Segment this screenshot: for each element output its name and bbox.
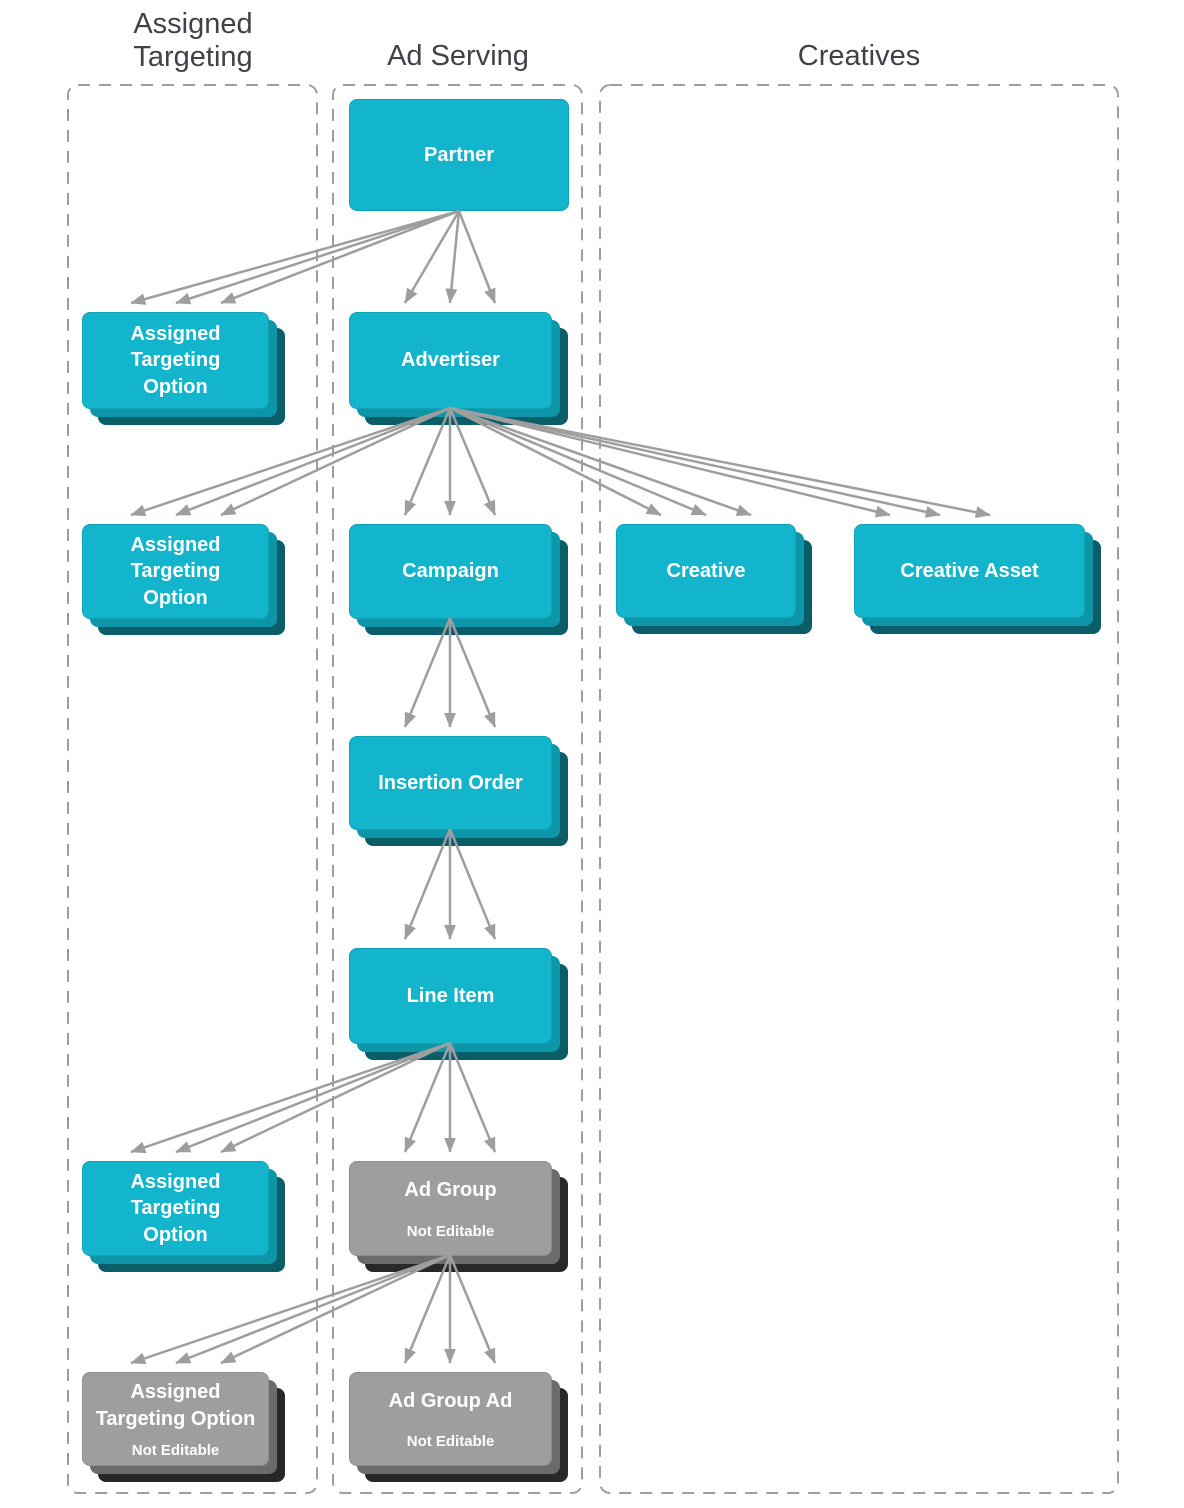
node-label: Assigned Targeting Option: [95, 1381, 256, 1430]
node-label: Campaign: [402, 560, 499, 583]
arrow-line: [175, 209, 460, 305]
node-face: Creative: [616, 524, 796, 618]
node-assigned-targeting-option-3: Assigned Targeting Option: [82, 1161, 285, 1272]
node-label: Assigned Targeting Option: [130, 1170, 221, 1246]
node-insertion-order: Insertion Order: [349, 736, 568, 846]
column-header-assigned-targeting: Assigned Targeting: [133, 8, 253, 74]
node-status-not-editable: Not Editable: [406, 1433, 495, 1451]
node-advertiser: Advertiser: [349, 312, 568, 425]
arrow-line: [457, 210, 497, 304]
node-face: Assigned Targeting Option: [82, 524, 269, 619]
node-line-item: Line Item: [349, 948, 568, 1060]
node-assigned-targeting-option-4: Assigned Targeting Option Not Editable: [82, 1372, 285, 1482]
node-partner-label: Partner: [423, 143, 495, 166]
node-status-not-editable: Not Editable: [131, 1441, 220, 1459]
node-label: Insertion Order: [378, 771, 523, 794]
edges-partner-to-advertiser: [403, 210, 497, 304]
node-face: Creative Asset: [854, 524, 1085, 618]
node-partner-face: Partner: [349, 99, 569, 211]
node-label: Line Item: [406, 984, 495, 1007]
node-face: Assigned Targeting Option: [82, 1161, 269, 1256]
arrow-line: [403, 210, 461, 304]
node-ad-group: Ad Group Not Editable: [349, 1161, 568, 1272]
node-face: Campaign: [349, 524, 552, 619]
node-status-not-editable: Not Editable: [406, 1222, 495, 1240]
column-header-creatives: Creatives: [797, 40, 921, 72]
node-ad-group-ad: Ad Group Ad Not Editable: [349, 1372, 568, 1482]
arrow-line: [130, 209, 460, 305]
node-label: Advertiser: [401, 349, 500, 372]
edges-partner-to-assigned-targeting-option: [130, 209, 460, 305]
node-assigned-targeting-option-2: Assigned Targeting Option: [82, 524, 285, 635]
node-label: Ad Group: [404, 1179, 497, 1202]
node-partner: Partner: [349, 99, 569, 211]
node-label: Creative: [666, 559, 746, 582]
node-face: Line Item: [349, 948, 552, 1044]
node-label: Assigned Targeting Option: [130, 533, 221, 609]
node-label: Creative Asset: [900, 559, 1039, 582]
column-border-creatives: [599, 84, 1119, 1494]
arrow-line: [220, 209, 460, 305]
node-creative: Creative: [616, 524, 812, 634]
node-face: Ad Group Ad Not Editable: [349, 1372, 552, 1466]
column-header-ad-serving: Ad Serving: [387, 40, 529, 72]
node-label: Ad Group Ad: [388, 1389, 513, 1412]
node-campaign: Campaign: [349, 524, 568, 635]
node-label: Assigned Targeting Option: [130, 322, 221, 398]
node-face: Assigned Targeting Option Not Editable: [82, 1372, 269, 1466]
column-border-assigned-targeting: [67, 84, 318, 1494]
node-face: Assigned Targeting Option: [82, 312, 269, 409]
node-face: Ad Group Not Editable: [349, 1161, 552, 1256]
node-creative-asset: Creative Asset: [854, 524, 1101, 634]
node-face: Insertion Order: [349, 736, 552, 830]
arrow-line: [445, 210, 461, 304]
node-assigned-targeting-option-1: Assigned Targeting Option: [82, 312, 285, 425]
node-face: Advertiser: [349, 312, 552, 409]
